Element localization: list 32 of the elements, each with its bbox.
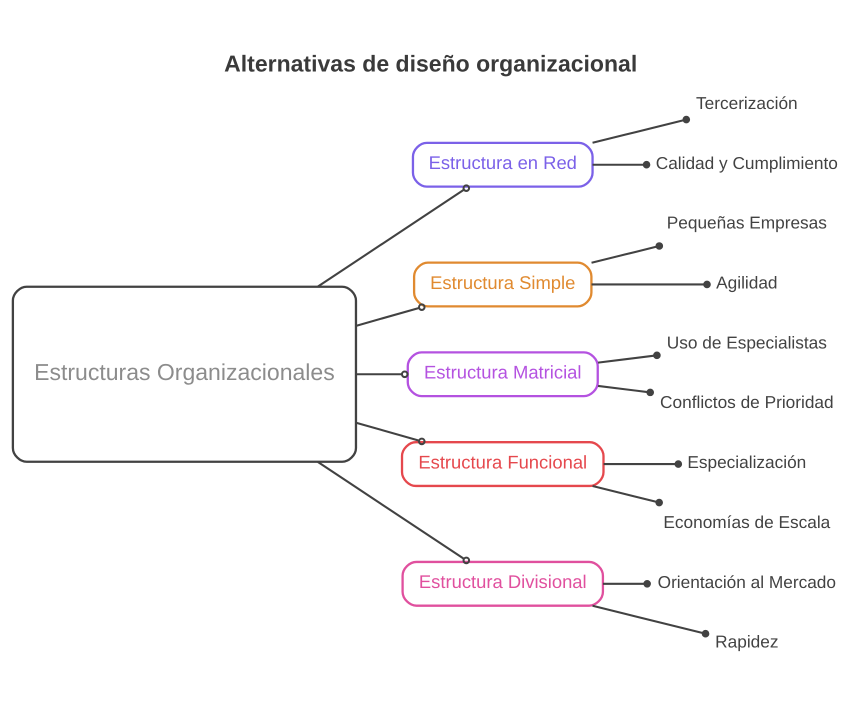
connector	[602, 580, 651, 588]
connector	[356, 303, 426, 327]
connector	[592, 116, 690, 144]
node-text: Conflictos de Prioridad	[660, 392, 834, 412]
node-text: Orientación al Mercado	[658, 572, 836, 592]
node-box: Estructuras Organizacionales	[12, 286, 358, 463]
connector	[598, 384, 654, 396]
node-box: Estructura Matricial	[406, 351, 599, 398]
node-text: Rapidez	[715, 632, 778, 652]
node-text: Especialización	[687, 452, 806, 472]
node-text: Calidad y Cumplimiento	[656, 152, 838, 173]
node-text: Agilidad	[716, 272, 778, 292]
connector	[317, 184, 470, 288]
node-box: Estructura Divisional	[401, 560, 604, 607]
node-text: Economías de Escala	[663, 512, 830, 532]
diagram-title: Alternativas de diseño organizacional	[224, 50, 638, 76]
node-box: Estructura Simple	[412, 261, 593, 308]
connector	[598, 352, 661, 364]
node-box: Estructura Funcional	[400, 441, 605, 488]
connector	[604, 460, 682, 468]
connector	[592, 485, 663, 506]
connector	[356, 422, 426, 446]
connector	[317, 461, 470, 564]
connector	[591, 242, 664, 264]
connector	[592, 160, 650, 169]
connector	[592, 280, 711, 288]
node-text: Pequeñas Empresas	[666, 212, 827, 233]
connector	[592, 604, 710, 638]
node-box: Estructura en Red	[412, 142, 594, 188]
node-text: Tercerización	[696, 92, 798, 113]
connector	[356, 370, 409, 378]
node-text: Uso de Especialistas	[666, 332, 827, 352]
